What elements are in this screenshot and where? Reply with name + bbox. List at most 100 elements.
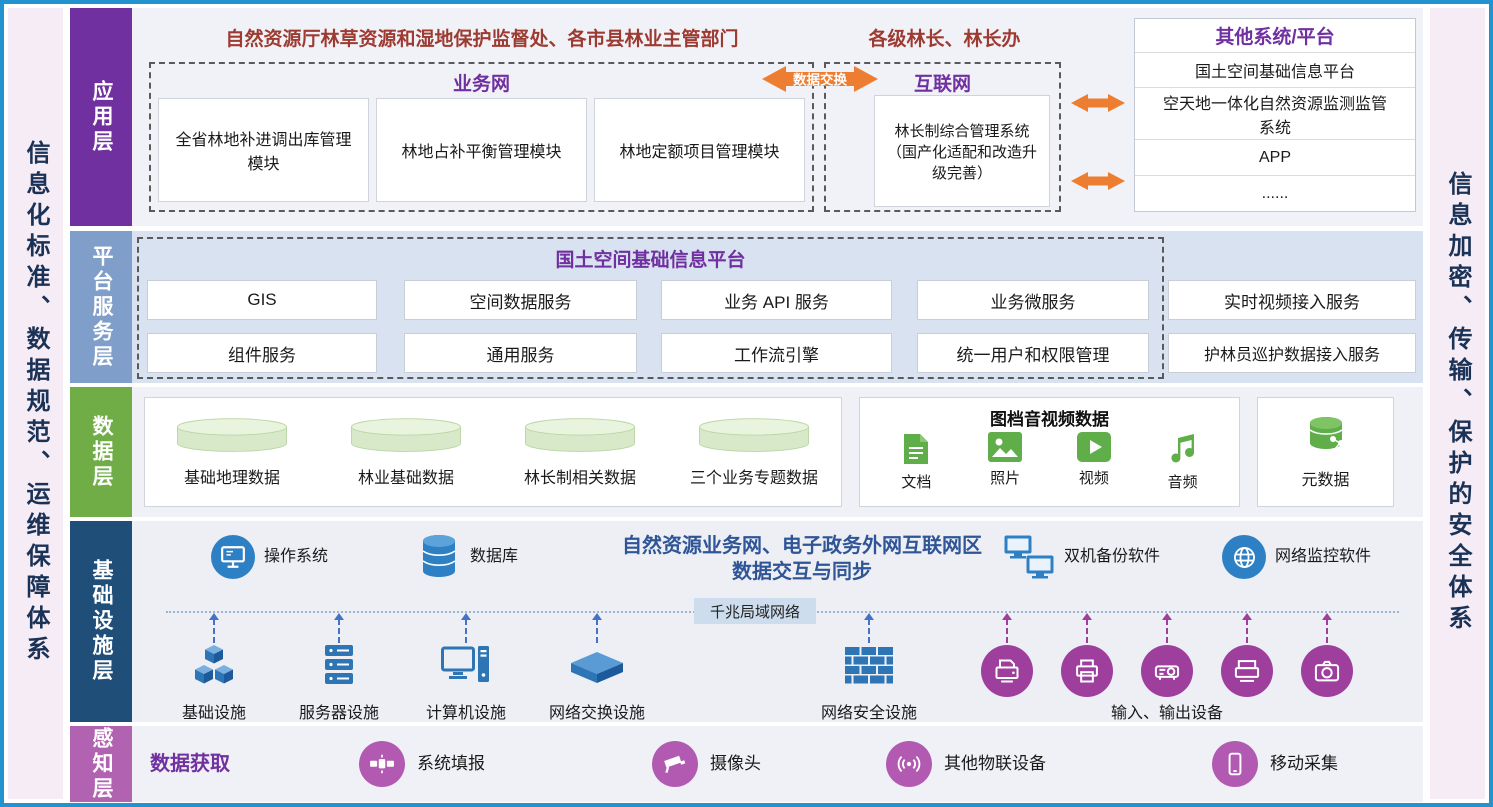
phone-icon [1212, 741, 1258, 787]
document-icon [904, 434, 929, 464]
internet-box: 互联网 林长制综合管理系统（国产化适配和改造升级完善） [824, 62, 1061, 212]
sense-item-label: 摄像头 [710, 754, 761, 773]
audio-icon [1171, 434, 1194, 463]
database-label: 林长制相关数据 [523, 470, 636, 487]
up-arrow [1322, 613, 1332, 643]
business-net-modules: 全省林地补进调出库管理模块 林地占补平衡管理模块 林地定额项目管理模块 [158, 98, 805, 202]
data-acquisition-title: 数据获取 [150, 753, 230, 775]
left-sidebar: 信息化标准、数据规范、运维保障体系 [8, 8, 63, 799]
application-layer: 应用层 自然资源厅林草资源和湿地保护监督处、各市县林业主管部门 各级林长、林长办… [70, 8, 1423, 226]
up-arrow [1242, 613, 1252, 643]
media-items: 文档 照片 视频 音频 [872, 432, 1227, 500]
service-box: 空间数据服务 [404, 280, 637, 320]
service-box: 实时视频接入服务 [1168, 280, 1416, 320]
double-arrow-icon [762, 66, 878, 92]
satellite-icon [359, 741, 405, 787]
monitor-label: 网络监控软件 [1275, 548, 1372, 565]
service-box: GIS [147, 280, 377, 320]
up-arrow [864, 613, 874, 643]
app-header-left: 自然资源厅林草资源和湿地保护监督处、各市县林业主管部门 [225, 29, 739, 50]
globe-icon [1222, 535, 1266, 579]
service-box: 护林员巡护数据接入服务 [1168, 333, 1416, 373]
service-box: 工作流引擎 [661, 333, 892, 373]
sense-item-label: 移动采集 [1270, 754, 1338, 773]
database-cylinder-icon [525, 418, 635, 452]
lan-label: 千兆局域网络 [694, 598, 816, 624]
iot-icon [886, 741, 932, 787]
perception-layer-label-text: 感知层 [90, 726, 113, 802]
platform-layer-label: 平台服务层 [70, 231, 132, 383]
infra-center-title: 自然资源业务网、电子政务外网互联网区 数据交互与同步 [562, 533, 1042, 585]
io-devices-label: 输入、输出设备 [1110, 705, 1224, 722]
media-title: 图档音视频数据 [990, 410, 1109, 429]
platform-layer: 平台服务层 国土空间基础信息平台 GIS 空间数据服务 业务 API 服务 业务… [70, 231, 1423, 383]
data-layer-label: 数据层 [70, 387, 132, 517]
facility-label: 网络交换设施 [548, 705, 646, 722]
up-arrow [209, 613, 219, 643]
media-item: 文档 [872, 432, 961, 500]
application-layer-label-text: 应用层 [90, 79, 113, 155]
media-box: 图档音视频数据 文档 照片 视频 [859, 397, 1240, 507]
infrastructure-layer: 基础设施层 操作系统 数据库 自然资源业务网、电子政务外网互联网区 数据交互与同… [70, 521, 1423, 722]
left-sidebar-text: 信息化标准、数据规范、运维保障体系 [22, 140, 49, 667]
right-sidebar: 信息加密、传输、保护的安全体系 [1430, 8, 1485, 799]
platform-dashed-box: 国土空间基础信息平台 [137, 237, 1164, 379]
media-item: 音频 [1138, 432, 1227, 500]
dual-backup-icon [1004, 535, 1054, 579]
database-item: 林业基础数据 [319, 416, 493, 488]
application-layer-body: 自然资源厅林草资源和湿地保护监督处、各市县林业主管部门 各级林长、林长办 业务网… [132, 8, 1423, 226]
internet-module-box: 林长制综合管理系统（国产化适配和改造升级完善） [874, 95, 1050, 207]
printer-icon [1061, 645, 1113, 697]
double-arrow-icon [1071, 172, 1125, 190]
video-icon [1076, 432, 1111, 462]
databases-box: 基础地理数据 林业基础数据 林长制相关数据 三个业务专题数据 [144, 397, 842, 507]
printer2-icon [1221, 645, 1273, 697]
os-icon [211, 535, 255, 579]
switch-icon [571, 652, 623, 683]
other-system-item: 空天地一体化自然资源监测监管系统 [1135, 87, 1415, 139]
cctv-icon [652, 741, 698, 787]
application-layer-label: 应用层 [70, 8, 132, 226]
up-arrow [592, 613, 602, 643]
other-systems-box: 其他系统/平台 国土空间基础信息平台 空天地一体化自然资源监测监管系统 APP … [1134, 18, 1416, 212]
backup-label: 双机备份软件 [1064, 548, 1161, 565]
other-system-item: APP [1135, 139, 1415, 175]
database-item: 基础地理数据 [145, 416, 319, 488]
computer-icon [441, 646, 489, 682]
metadata-icon [1309, 417, 1344, 454]
os-label: 操作系统 [264, 548, 329, 565]
media-label: 音频 [1167, 474, 1198, 491]
sense-item-label: 其他物联设备 [944, 754, 1046, 773]
other-systems-title: 其他系统/平台 [1135, 19, 1415, 53]
module-box: 林地占补平衡管理模块 [376, 98, 587, 202]
business-net-title: 业务网 [452, 74, 510, 95]
metadata-box: 元数据 [1257, 397, 1394, 507]
service-box: 业务微服务 [917, 280, 1149, 320]
infra-center-title-line1: 自然资源业务网、电子政务外网互联网区 [622, 535, 982, 557]
camera-icon [1301, 645, 1353, 697]
projector-icon [1141, 645, 1193, 697]
database-cylinder-icon [699, 418, 809, 452]
media-label: 视频 [1078, 470, 1109, 487]
database-item: 三个业务专题数据 [667, 416, 841, 488]
service-box: 组件服务 [147, 333, 377, 373]
photo-icon [988, 432, 1023, 462]
up-arrow [461, 613, 471, 643]
database-label: 三个业务专题数据 [689, 470, 818, 487]
app-header-right: 各级林长、林长办 [868, 29, 1021, 50]
data-exchange-arrow: 数据交换 [760, 64, 880, 94]
firewall-icon [845, 647, 893, 684]
right-sidebar-text: 信息加密、传输、保护的安全体系 [1444, 171, 1471, 636]
database-cylinder-icon [350, 418, 461, 452]
media-label: 照片 [990, 470, 1021, 487]
service-box: 业务 API 服务 [661, 280, 892, 320]
facility-label: 网络安全设施 [820, 705, 918, 722]
perception-layer-body: 数据获取 系统填报 摄像头 其他物联设备 移动采集 [132, 726, 1423, 802]
service-box: 统一用户和权限管理 [917, 333, 1149, 373]
double-arrow-icon [1071, 94, 1125, 112]
module-box: 林地定额项目管理模块 [594, 98, 805, 202]
link-arrow-bottom [1070, 170, 1126, 192]
facility-label: 基础设施 [181, 705, 247, 722]
up-arrow [1002, 613, 1012, 643]
